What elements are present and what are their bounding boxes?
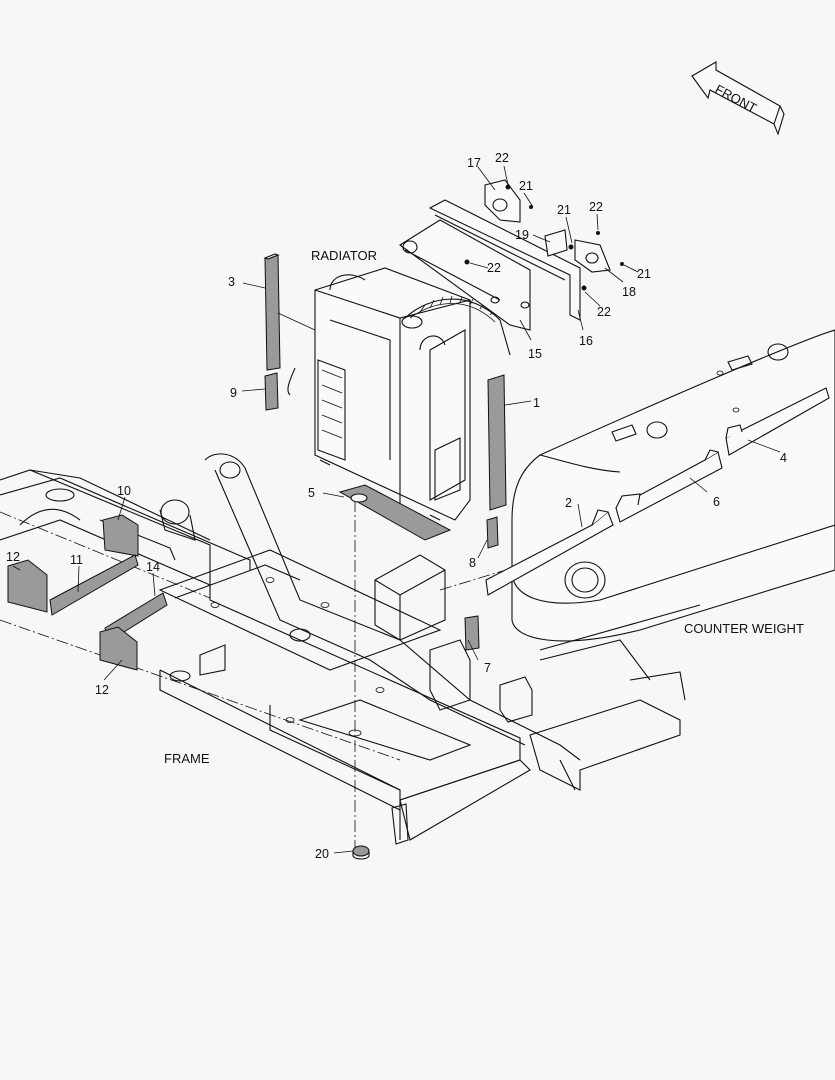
frame-assembly	[0, 453, 686, 845]
callout-12-right: 12	[95, 683, 109, 697]
callout-18: 18	[622, 285, 636, 299]
front-arrow-icon: FRONT	[691, 61, 785, 136]
shim-6	[615, 449, 723, 523]
rubber-pad-10	[102, 514, 139, 557]
rubber-strip-3	[263, 253, 281, 371]
radiator-label: RADIATOR	[311, 248, 377, 263]
frame-centerline-upper	[0, 511, 211, 599]
callout-22-d: 22	[597, 305, 611, 319]
rubber-block-9	[264, 372, 279, 411]
rubber-pad-12-left	[7, 559, 48, 613]
rubber-bar-11	[49, 554, 139, 616]
callout-14: 14	[146, 560, 160, 574]
callout-12-left: 12	[6, 550, 20, 564]
callout-16: 16	[579, 334, 593, 348]
callout-22-c: 22	[487, 261, 501, 275]
callout-22-a: 22	[495, 151, 509, 165]
radiator-assembly	[287, 267, 511, 521]
bolt-20	[352, 845, 370, 860]
callout-21-b: 21	[557, 203, 571, 217]
shim-4	[725, 387, 830, 456]
callout-7: 7	[484, 661, 491, 675]
callout-11: 11	[70, 553, 83, 567]
frame-centerline-lower	[0, 619, 401, 761]
rubber-pad-12-right	[99, 626, 138, 671]
bracket-plates	[399, 179, 624, 331]
callout-20: 20	[315, 847, 329, 861]
callout-17: 17	[467, 156, 481, 170]
callout-5: 5	[308, 486, 315, 500]
callout-4: 4	[780, 451, 787, 465]
callout-21-c: 21	[637, 267, 651, 281]
callout-19: 19	[515, 228, 529, 242]
callout-2: 2	[565, 496, 572, 510]
callout-15: 15	[528, 347, 542, 361]
callout-10: 10	[117, 484, 131, 498]
callout-9: 9	[230, 386, 237, 400]
frame-label: FRAME	[164, 751, 210, 766]
callout-6: 6	[713, 495, 720, 509]
plate-5	[338, 484, 452, 541]
counter-weight-label: COUNTER WEIGHT	[684, 621, 804, 636]
rubber-block-8	[486, 516, 499, 549]
callout-3: 3	[228, 275, 235, 289]
rubber-block-7	[464, 615, 480, 651]
leader-lines	[12, 165, 781, 854]
callout-21-a: 21	[519, 179, 533, 193]
shim-2	[485, 509, 614, 596]
callout-8: 8	[469, 556, 476, 570]
callout-1: 1	[533, 396, 540, 410]
callout-22-b: 22	[589, 200, 603, 214]
rubber-strip-1	[487, 374, 507, 511]
